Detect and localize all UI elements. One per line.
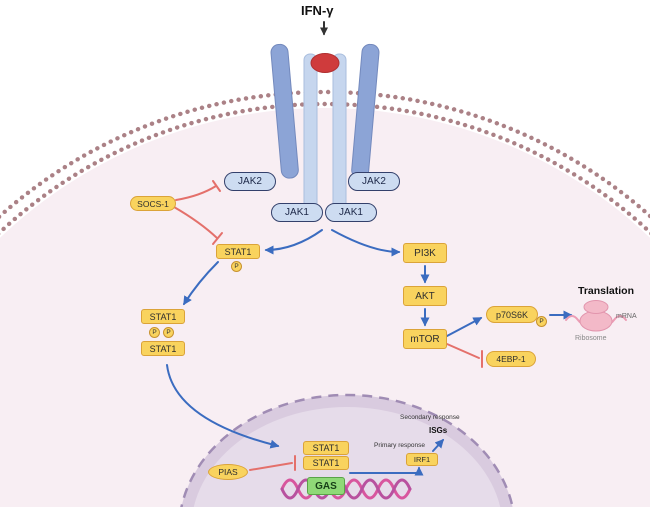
phospho-icon: P [536, 316, 547, 327]
phospho-icon: P [163, 327, 174, 338]
signal-arrows [166, 21, 573, 476]
ifn-ligand-icon [310, 53, 340, 73]
arrow-receptor-to-pi3k [331, 229, 401, 257]
dna-helix-icon [280, 478, 412, 500]
mtor-node: mTOR [403, 329, 447, 349]
stat1-node: STAT1 [216, 244, 260, 259]
irf1-node: IRF1 [406, 453, 438, 466]
phospho-icon: P [149, 327, 160, 338]
phospho-icon: P [231, 261, 242, 272]
cell-membrane [0, 89, 650, 236]
stat1-dimer-top-node: STAT1 [141, 309, 185, 324]
arrow-receptor-to-stat1 [264, 229, 323, 255]
arrow-mtor-to-p70s6k [446, 317, 483, 337]
akt-node: AKT [403, 286, 447, 306]
jak2-right-node: JAK2 [348, 172, 400, 191]
primary-response-label: Primary response [374, 442, 425, 449]
mrna-label: mRNA [616, 313, 637, 320]
arrow-dimer-to-nucleus [166, 364, 280, 449]
arrow-irf1-to-isgs [432, 438, 445, 452]
nucleus-stat1-bottom-node: STAT1 [303, 456, 349, 470]
stat1-dimer-bottom-node: STAT1 [141, 341, 185, 356]
nucleus-stat1-top-node: STAT1 [303, 441, 349, 455]
arrow-stat1-to-dimer [183, 261, 219, 306]
inhibit-socs1-stat1 [173, 206, 223, 245]
inhibit-socs1-jak2 [175, 180, 221, 201]
pi3k-node: PI3K [403, 243, 447, 263]
ribosome-label: Ribosome [575, 335, 607, 342]
ifn-gamma-label: IFN-γ [301, 3, 334, 18]
jak2-left-node: JAK2 [224, 172, 276, 191]
inhibit-pias-stat1 [249, 455, 296, 471]
jak1-right-node: JAK1 [325, 203, 377, 222]
4ebp1-node: 4EBP-1 [486, 351, 536, 367]
isgs-label: ISGs [429, 426, 448, 435]
secondary-response-label: Secondary response [400, 414, 460, 421]
gas-element-node: GAS [307, 477, 345, 495]
socs1-node: SOCS-1 [130, 196, 176, 211]
ribosome-icon [565, 300, 627, 332]
translation-label: Translation [578, 285, 635, 297]
p70s6k-node: p70S6K [486, 306, 538, 323]
inhibit-mtor-4ebp1 [446, 343, 483, 368]
jak1-left-node: JAK1 [271, 203, 323, 222]
pias-node: PIAS [208, 464, 248, 480]
inhibition-lines [173, 180, 483, 471]
arrow-gas-to-irf1 [349, 466, 424, 476]
